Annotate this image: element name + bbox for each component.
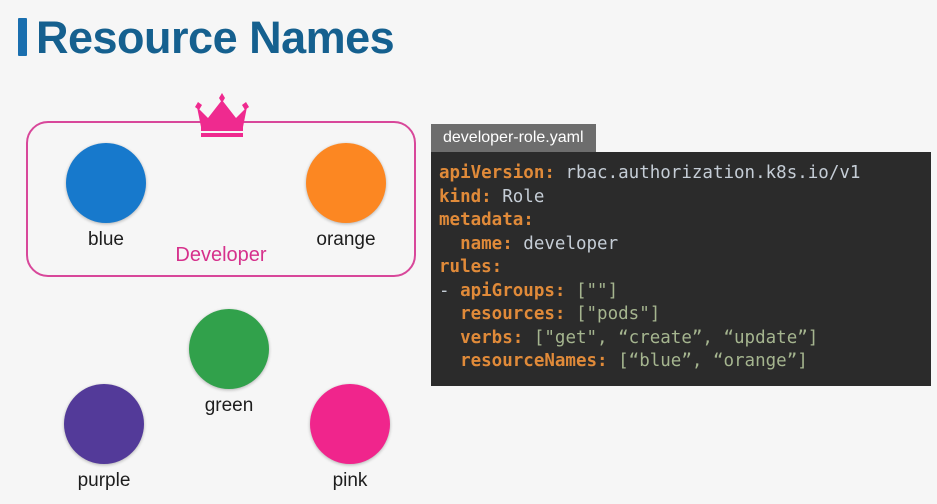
circle-pink [310, 384, 390, 464]
yaml-list-dash: - [439, 280, 461, 301]
page-title: Resource Names [36, 11, 395, 63]
code-line: - apiGroups: [""] [431, 280, 931, 304]
yaml-key: metadata: [439, 210, 534, 231]
circle-label-orange: orange [316, 229, 376, 250]
yaml-key: apiGroups: [460, 280, 566, 301]
yaml-key: resourceNames: [460, 351, 608, 372]
code-line: rules: [431, 256, 931, 280]
circle-label-green: green [204, 395, 254, 416]
circle-purple [64, 384, 144, 464]
yaml-string-value: [""] [565, 280, 619, 301]
circle-label-purple: purple [77, 470, 131, 491]
yaml-key: kind: [439, 186, 492, 207]
yaml-key: apiVersion: [439, 163, 555, 184]
circle-green [189, 309, 269, 389]
yaml-key: verbs: [460, 327, 524, 348]
code-line: metadata: [431, 209, 931, 233]
resource-node-pink: pink [310, 384, 390, 492]
code-block: apiVersion: rbac.authorization.k8s.io/v1… [431, 152, 931, 386]
yaml-string-value: [“blue”, “orange”] [607, 351, 808, 372]
title-accent-bar [18, 18, 27, 56]
crown-icon [195, 93, 249, 137]
yaml-value: rbac.authorization.k8s.io/v1 [554, 163, 861, 184]
circle-orange [306, 143, 386, 223]
circle-label-blue: blue [88, 229, 124, 250]
resource-node-orange: orange [306, 143, 386, 251]
yaml-indent [439, 351, 460, 371]
yaml-key: rules: [439, 257, 503, 278]
developer-group-label: Developer [175, 244, 267, 266]
yaml-key: resources: [460, 304, 566, 325]
yaml-indent [439, 304, 460, 324]
yaml-indent [439, 328, 460, 348]
yaml-string-value: ["pods"] [565, 304, 661, 325]
circle-blue [66, 143, 146, 223]
code-filename-tab: developer-role.yaml [431, 124, 596, 153]
code-line: resourceNames: [“blue”, “orange”] [431, 350, 931, 374]
yaml-indent [439, 234, 460, 254]
yaml-value: Role [491, 186, 545, 207]
circle-label-pink: pink [332, 470, 368, 491]
resource-node-blue: blue [66, 143, 146, 251]
page-header: Resource Names [18, 6, 395, 68]
resource-node-purple: purple [64, 384, 144, 492]
yaml-value: developer [512, 233, 619, 254]
code-line: kind: Role [431, 186, 931, 210]
code-line: verbs: ["get", “create”, “update”] [431, 327, 931, 351]
code-line: apiVersion: rbac.authorization.k8s.io/v1 [431, 162, 931, 186]
code-line: name: developer [431, 233, 931, 257]
code-line: resources: ["pods"] [431, 303, 931, 327]
yaml-key: name: [460, 233, 513, 254]
code-panel: developer-role.yaml apiVersion: rbac.aut… [431, 124, 931, 386]
yaml-string-value: ["get", “create”, “update”] [523, 327, 819, 348]
resource-node-green: green [189, 309, 269, 417]
